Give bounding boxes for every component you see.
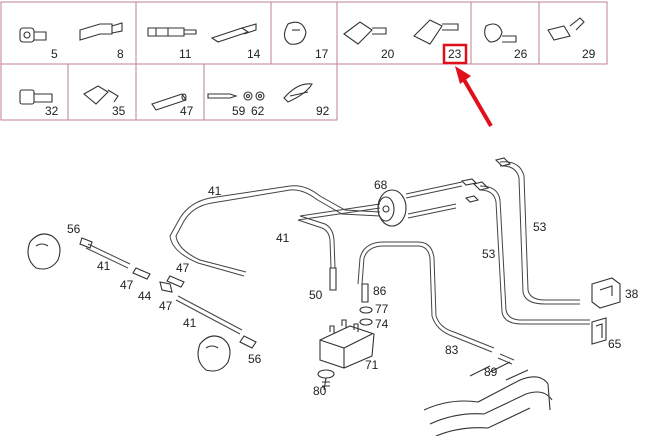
- part-23-fitting: [413, 19, 459, 45]
- callout-44: 44: [138, 289, 152, 303]
- part-14-connector: [210, 23, 257, 43]
- part-32-connector: [19, 89, 53, 105]
- legend-number-35: 35: [112, 104, 126, 118]
- callout-41-top: 41: [208, 184, 222, 198]
- part-65-bracket: [591, 317, 607, 345]
- callout-56-bottom: 56: [248, 352, 262, 366]
- callout-89: 89: [484, 365, 498, 379]
- callout-53-lower: 53: [482, 247, 496, 261]
- parts-legend: 5 8 11 14 17 20 23 26 29 32 35 47 59 62 …: [0, 1, 608, 121]
- legend-cell-47[interactable]: [135, 63, 205, 121]
- legend-cell-5-8[interactable]: [0, 1, 137, 65]
- highlight-box: [442, 43, 468, 65]
- legend-number-8: 8: [117, 47, 124, 61]
- legend-number-26: 26: [514, 47, 528, 61]
- part-71-valve-block: [319, 319, 375, 369]
- callout-38: 38: [625, 287, 639, 301]
- part-35-elbow: [83, 85, 119, 105]
- callout-65: 65: [608, 337, 622, 351]
- part-77-washer: [359, 306, 373, 314]
- legend-cell-59-62-92[interactable]: [203, 63, 338, 121]
- legend-number-14: 14: [247, 47, 261, 61]
- part-38-sensor: [591, 277, 621, 309]
- legend-number-29: 29: [582, 47, 596, 61]
- part-20-fitting: [343, 21, 387, 45]
- callout-41-middle: 41: [276, 231, 290, 245]
- legend-cell-20-23[interactable]: [336, 1, 472, 65]
- callout-68: 68: [374, 178, 388, 192]
- legend-number-59: 59: [232, 104, 246, 118]
- callout-86: 86: [373, 284, 387, 298]
- callout-50: 50: [309, 288, 323, 302]
- callout-41-bottom: 41: [183, 316, 197, 330]
- legend-cell-17[interactable]: [270, 1, 338, 65]
- part-56-dome-top: [27, 233, 61, 270]
- part-68-valve: [377, 189, 407, 227]
- callout-80: 80: [313, 384, 327, 398]
- part-17-cap: [283, 21, 307, 45]
- legend-number-23: 23: [448, 47, 462, 61]
- callout-83: 83: [445, 343, 459, 357]
- callout-47-lower: 47: [159, 299, 173, 313]
- part-80-screw: [317, 369, 335, 391]
- part-29-elbow: [547, 17, 585, 41]
- part-11-connector: [147, 27, 197, 37]
- intake-manifold-outline: [423, 361, 553, 436]
- part-92-clip: [283, 83, 313, 103]
- callout-77: 77: [375, 302, 389, 316]
- callout-labels: 41 68 53 53 56 41 41 47 47 44 47 41 50 8…: [67, 178, 639, 398]
- legend-number-62: 62: [251, 104, 265, 118]
- legend-number-11: 11: [179, 47, 192, 61]
- callout-47-left: 47: [120, 278, 134, 292]
- legend-number-17: 17: [315, 47, 329, 61]
- part-59-pin: [207, 93, 238, 99]
- callout-47-upper: 47: [176, 261, 190, 275]
- legend-cell-26[interactable]: [470, 1, 540, 65]
- legend-number-5: 5: [51, 47, 58, 61]
- legend-number-47: 47: [180, 104, 194, 118]
- part-62-washers: [243, 91, 265, 101]
- vacuum-line-assembly: [27, 157, 621, 436]
- callout-53-upper: 53: [533, 220, 547, 234]
- callout-56-top: 56: [67, 222, 81, 236]
- legend-number-20: 20: [381, 47, 395, 61]
- part-5-elbow-connector: [19, 27, 47, 43]
- legend-cell-35[interactable]: [67, 63, 137, 121]
- legend-number-92: 92: [316, 104, 330, 118]
- part-26-elbow: [484, 23, 517, 43]
- callout-41-left: 41: [97, 259, 111, 273]
- part-47-sleeve: [151, 93, 187, 111]
- legend-number-32: 32: [45, 104, 59, 118]
- part-56-dome-bottom: [197, 335, 231, 372]
- callout-71: 71: [365, 358, 379, 372]
- highlight-arrow: [455, 66, 493, 128]
- part-8-straight-connector: [79, 22, 123, 41]
- callout-74: 74: [375, 317, 389, 331]
- part-74-washer: [359, 318, 373, 326]
